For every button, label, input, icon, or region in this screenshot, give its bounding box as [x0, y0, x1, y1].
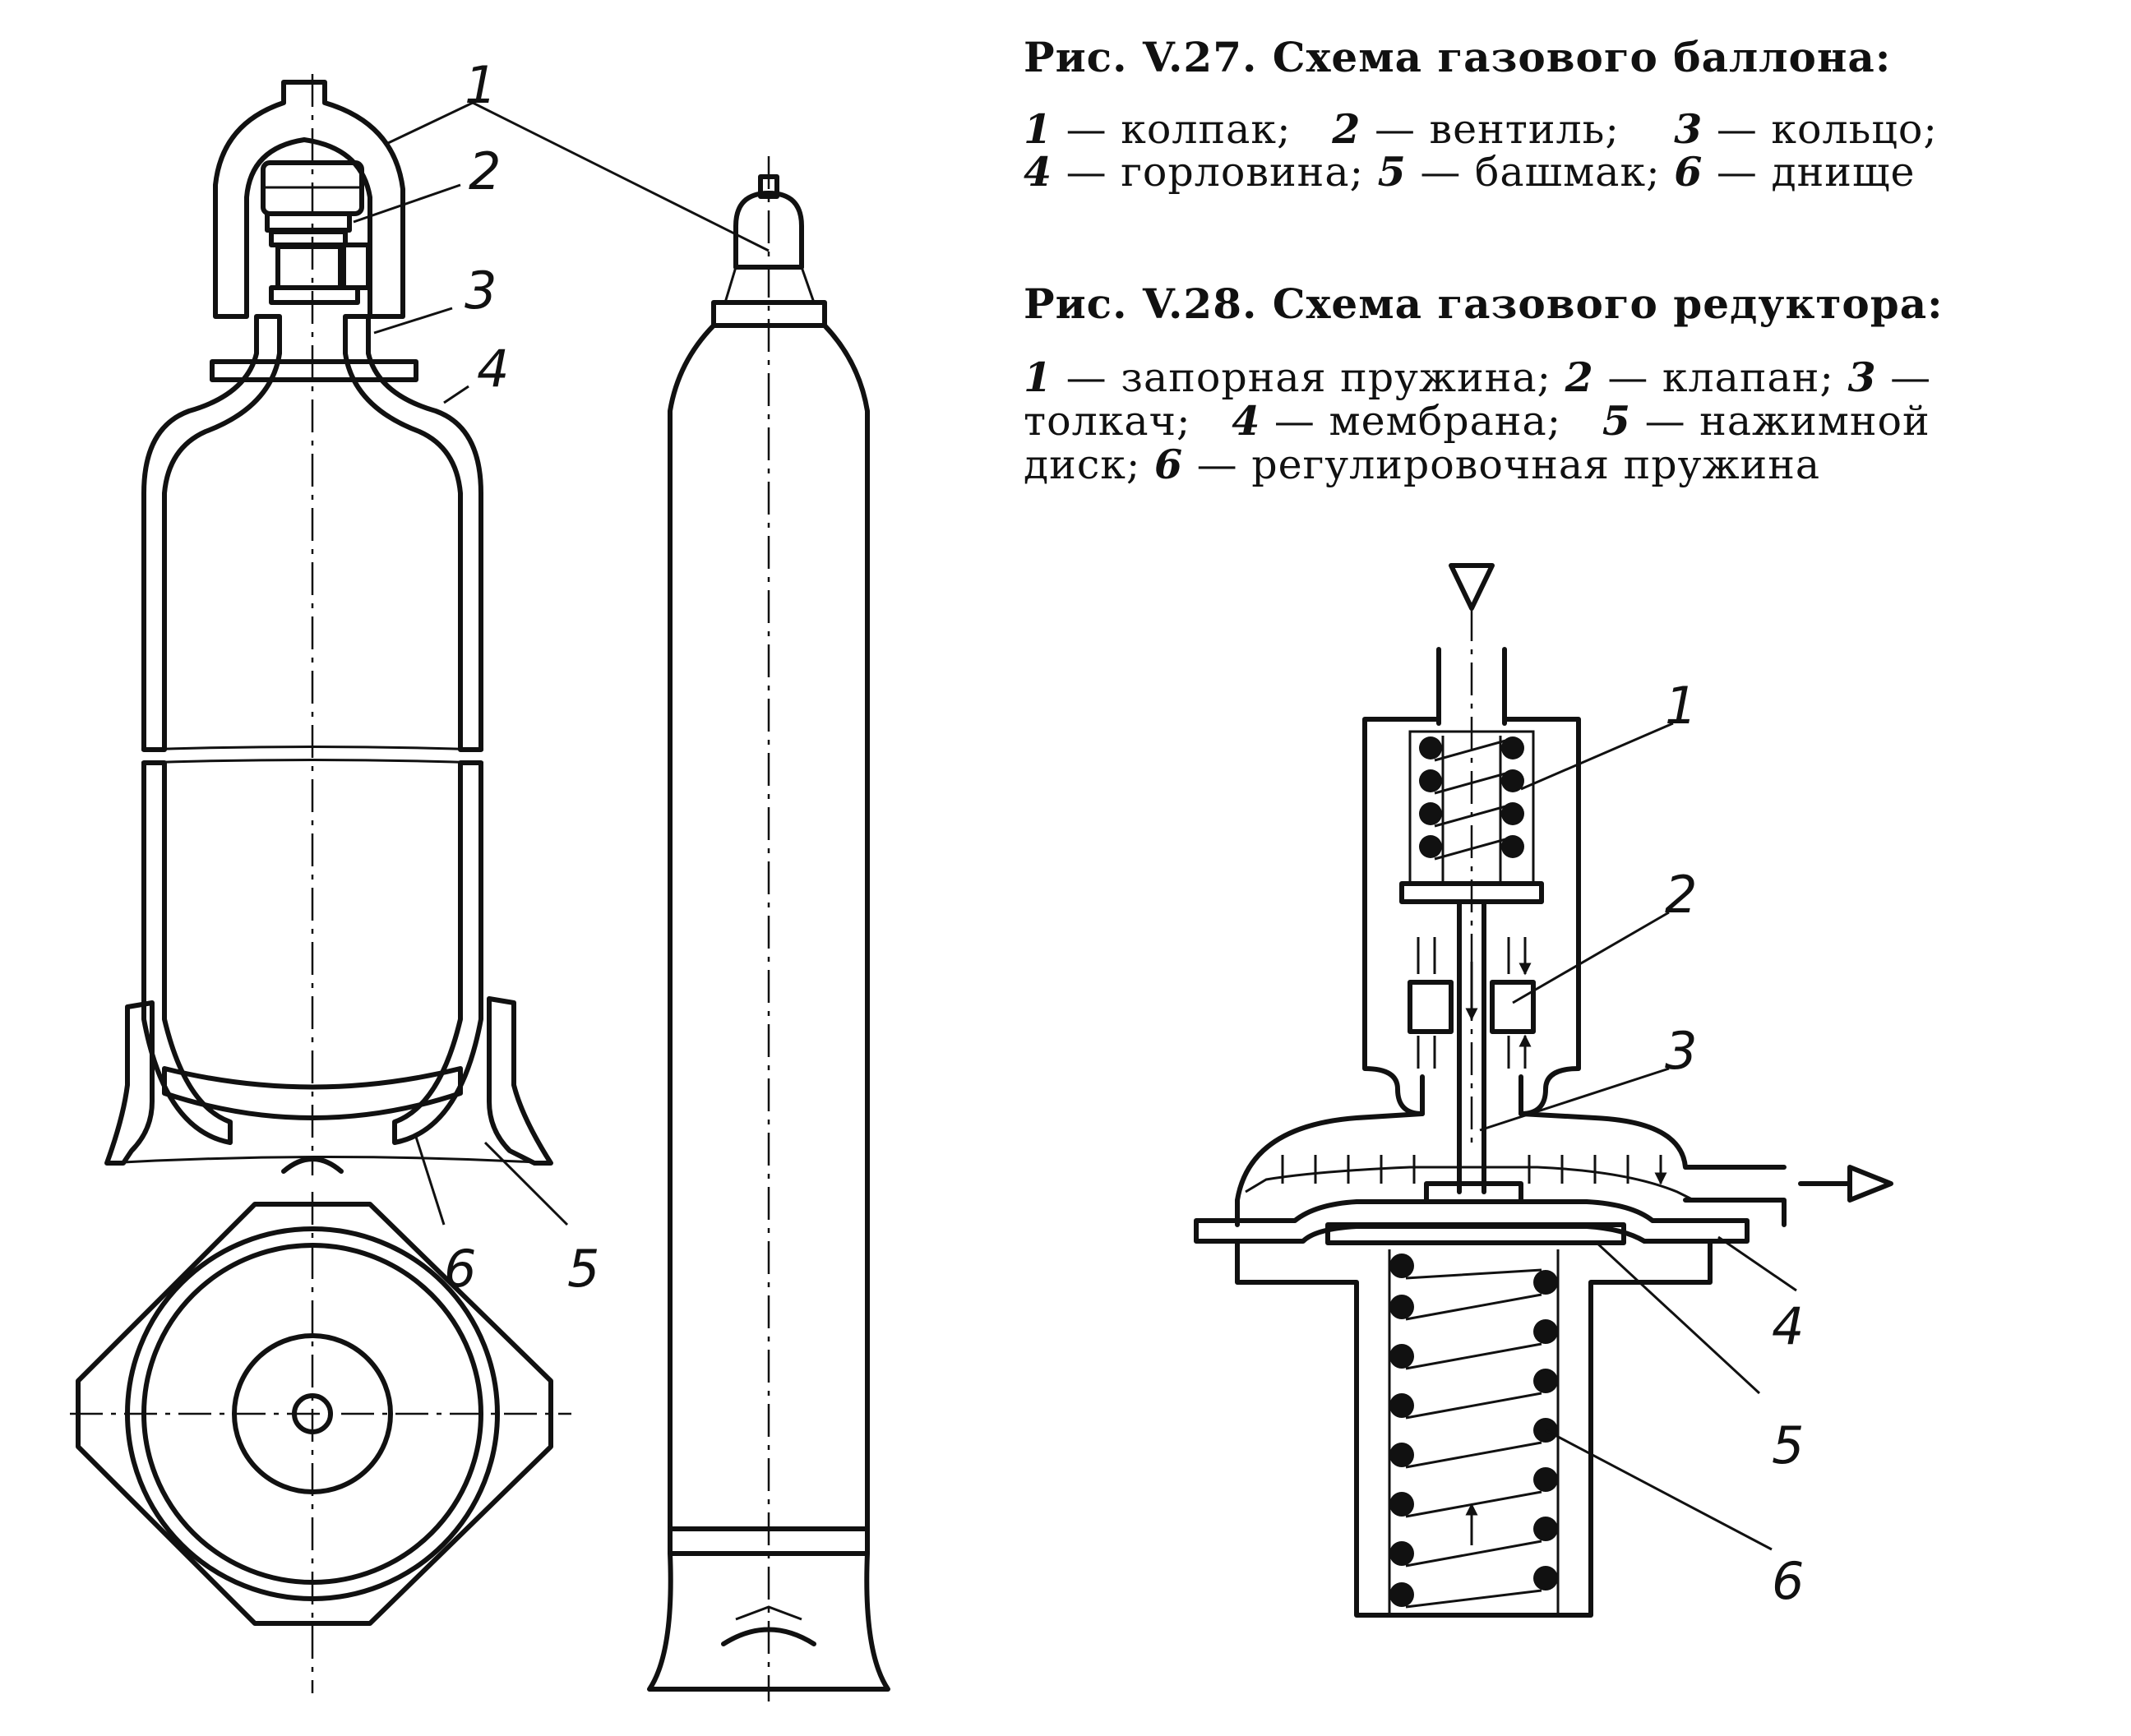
- fig27-legend-text-2: — вентиль;: [1361, 106, 1620, 153]
- fig28-label-4: 4: [1772, 1296, 1804, 1356]
- fig28-legend-text-5: — нажимной: [1631, 398, 1930, 445]
- fig28-legend-num-3: 3: [1847, 353, 1877, 401]
- cylinder-section: [104, 74, 553, 1175]
- fig27-legend-num-1: 1: [1024, 105, 1053, 153]
- fig27-label-4: 4: [477, 339, 509, 399]
- fig27-leaders: [353, 101, 770, 1226]
- fig28-label-5: 5: [1772, 1415, 1804, 1475]
- fig28-legend-num-1: 1: [1024, 353, 1053, 401]
- cylinder-exterior-view: [647, 156, 890, 1701]
- fig28-legend-text-3: —: [1876, 354, 1932, 401]
- fig28-legend-text-2: — клапан;: [1593, 354, 1848, 401]
- gas-pressure-arrows: [1281, 1155, 1661, 1184]
- fig27-legend-line1: 1 — колпак; 2 — вентиль; 3 — кольцо;: [1024, 105, 1938, 153]
- fig28-leaders: [1479, 722, 1797, 1551]
- fig28-legend-num-5: 5: [1602, 397, 1632, 445]
- cylinder-cap: [213, 80, 405, 319]
- fig28-legend-text-4: — мембрана;: [1260, 398, 1575, 445]
- adjusting-spring: [1388, 1249, 1560, 1615]
- cylinder-valve: [261, 160, 371, 305]
- fig27-legend-text-1: — колпак;: [1052, 106, 1292, 153]
- fig28-label-2: 2: [1665, 865, 1697, 925]
- fig27-label-1: 1: [465, 55, 497, 115]
- fig27-label-3: 3: [465, 261, 497, 321]
- fig27-legend-num-2: 2: [1332, 105, 1361, 153]
- shutoff-spring: [1399, 730, 1544, 904]
- fig28-label-3: 3: [1665, 1021, 1697, 1081]
- cylinder-ring: [210, 359, 418, 382]
- fig27-legend-num-4: 4: [1024, 148, 1053, 196]
- fig27-legend-num-6: 6: [1674, 148, 1703, 196]
- fig27-legend-num-3: 3: [1674, 105, 1703, 153]
- fig28-label-6: 6: [1772, 1551, 1804, 1611]
- fig28-labels: 1 2 3 4 5 6: [1665, 676, 1804, 1611]
- fig28-legend-line3: диск; 6 — регулировочная пружина: [1024, 441, 1820, 488]
- fig28-legend-text-5b: диск;: [1024, 441, 1154, 488]
- fig28-legend-line1: 1 — запорная пружина; 2 — клапан; 3 —: [1024, 353, 1931, 401]
- fig28-legend-text-1: — запорная пружина;: [1052, 354, 1565, 401]
- inlet-arrow-icon: [1449, 563, 1495, 611]
- cylinder-plan-view: [70, 1192, 571, 1693]
- fig28-legend-text-3b: толкач;: [1024, 398, 1205, 445]
- fig27-labels: 1 2 3 4 6 5: [444, 55, 599, 1299]
- outlet-arrow-icon: [1847, 1165, 1893, 1203]
- fig27-legend-text-5: — башмак;: [1406, 149, 1661, 196]
- regulator-membrane: [1194, 1199, 1750, 1244]
- fig27-label-6: 6: [444, 1239, 476, 1299]
- fig27-label-2: 2: [469, 141, 501, 201]
- cylinder-body-wall: [141, 314, 484, 1145]
- regulator-drawing: [1194, 563, 1893, 1618]
- regulator-valve: [1408, 902, 1533, 1194]
- fig27-legend-line2: 4 — горловина; 5 — башмак; 6 — днище: [1024, 148, 1916, 196]
- fig27-label-5: 5: [567, 1239, 599, 1299]
- cylinder-bottom: [162, 1066, 463, 1120]
- fig28-legend-num-2: 2: [1565, 353, 1594, 401]
- fig28-legend-text-6: — регулировочная пружина: [1183, 441, 1821, 488]
- fig27-legend-text-4: — горловина;: [1052, 149, 1365, 196]
- fig28-legend-line2: толкач; 4 — мембрана; 5 — нажимной: [1024, 397, 1930, 445]
- fig27-legend-num-5: 5: [1377, 148, 1407, 196]
- fig28-legend-num-4: 4: [1232, 397, 1261, 445]
- fig28-title: Рис. V.28. Схема газового редуктора:: [1024, 279, 1944, 328]
- fig28-label-1: 1: [1665, 676, 1697, 736]
- fig27-legend-text-6: — днище: [1703, 149, 1916, 196]
- fig28-legend-num-6: 6: [1153, 441, 1184, 488]
- fig27-title: Рис. V.27. Схема газового баллона:: [1024, 33, 1892, 81]
- fig27-legend-text-3: — кольцо;: [1703, 106, 1938, 153]
